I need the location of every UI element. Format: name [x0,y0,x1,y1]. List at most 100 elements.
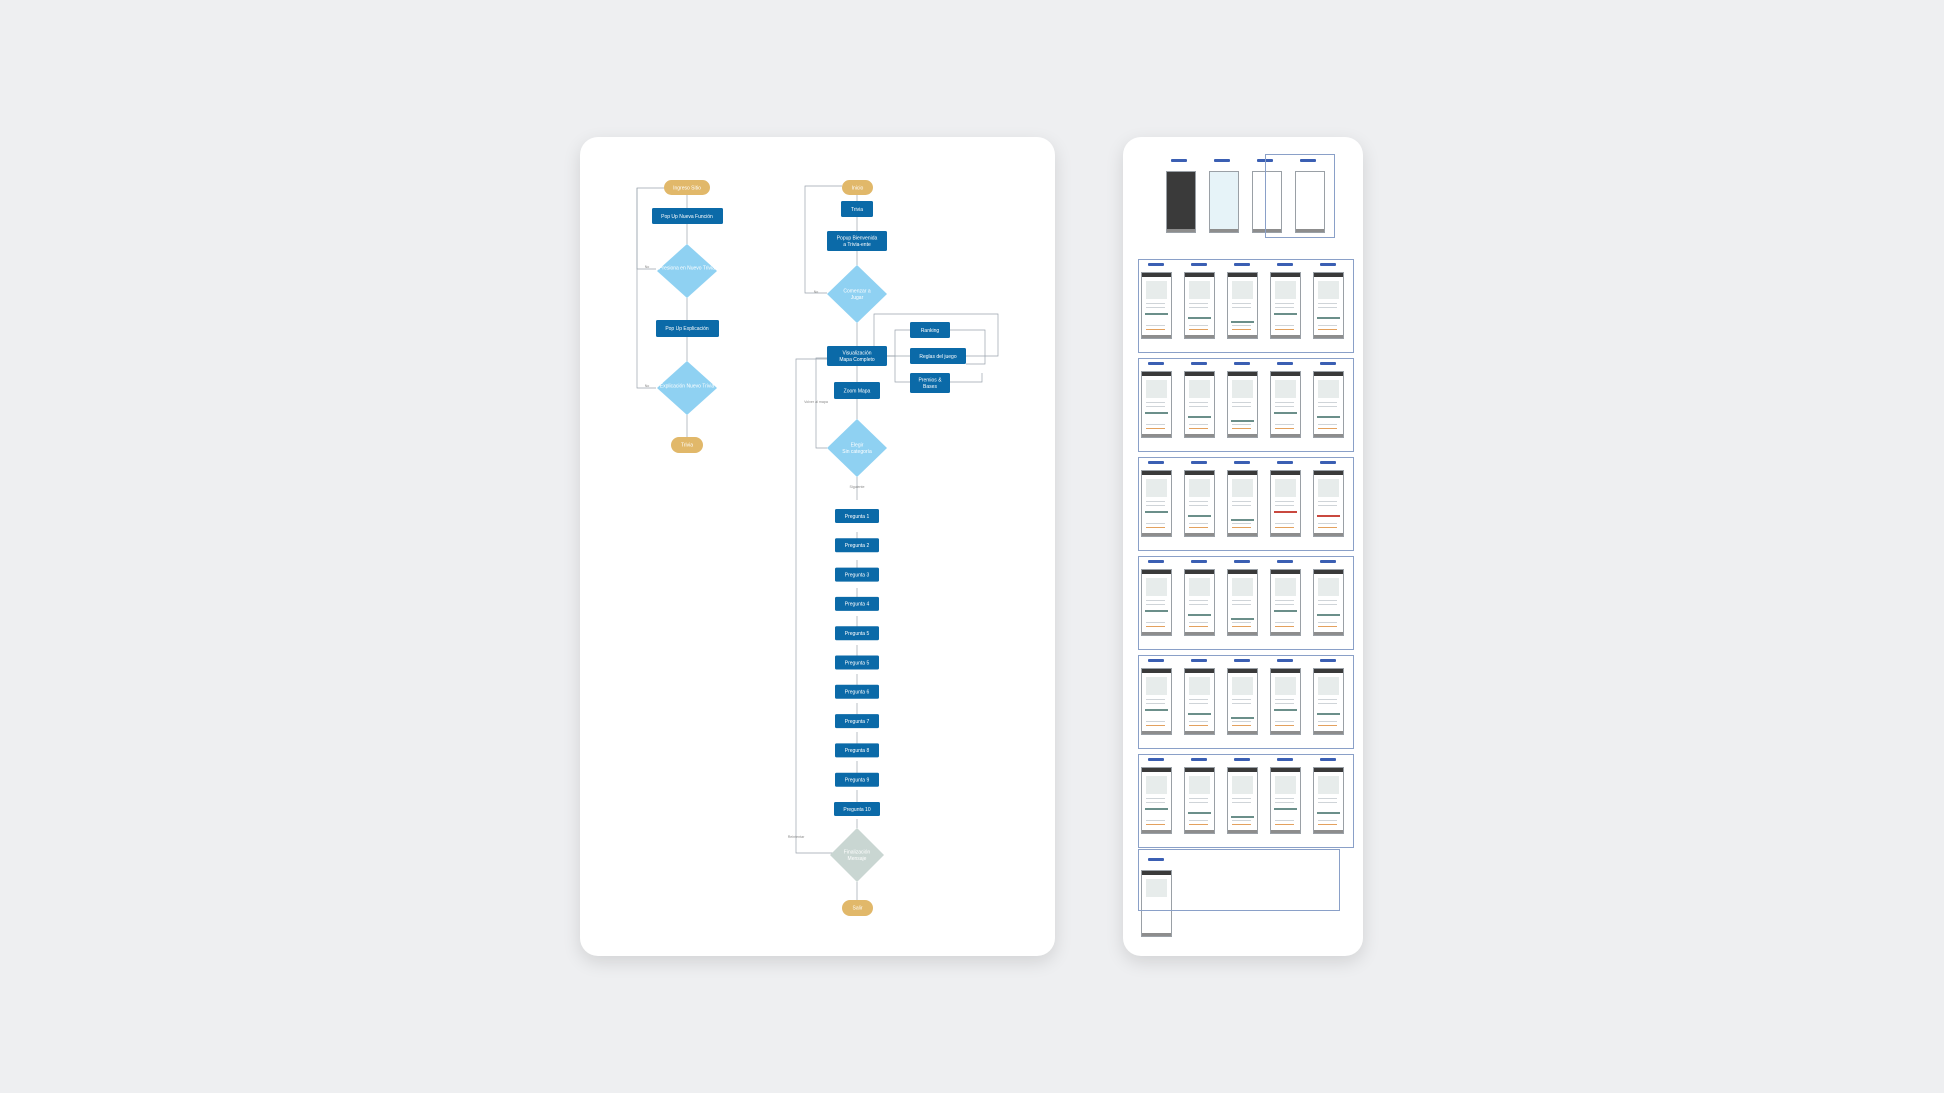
wireframe-footer [1185,533,1214,536]
edge-siguiente-label: Siguiente [850,485,865,489]
wireframe-footer [1228,830,1257,833]
wireframe-text-line [1146,501,1165,502]
wireframe-answer [1317,317,1340,319]
wireframe-header [1185,273,1214,277]
wireframe-tag [1148,858,1164,861]
wireframe-answer [1188,317,1211,319]
decision-comenzar-jugar: Comenzar a Jugar [827,265,887,323]
right-no-label: No [814,290,819,294]
wireframe-image [1275,578,1296,596]
wireframe-footer [1271,533,1300,536]
question-node: Pregunta 4 [835,596,879,611]
wireframe-header [1314,372,1343,376]
wireframe-text-line [1275,721,1294,722]
wireframe-footer [1185,830,1214,833]
wireframe-progress [1146,329,1165,330]
decision-1-label: Presiona en Nuevo Trivia [659,265,715,271]
right-end-label: Salir [852,905,862,911]
wireframe-header [1142,768,1171,772]
wireframe-header [1314,471,1343,475]
wireframe-screen [1313,470,1344,537]
wireframe-row-frame [1138,259,1354,353]
wireframe-header [1185,471,1214,475]
wireframe-image [1275,677,1296,695]
wireframe-tag [1320,461,1336,464]
wireframe-answer [1274,511,1297,513]
wireframe-progress [1318,824,1337,825]
wireframe-image [1146,776,1167,794]
wireframe-header [1314,669,1343,673]
wireframe-text-line [1232,402,1251,403]
question-node: Pregunta 5 [835,655,879,670]
wireframe-footer [1228,632,1257,635]
wireframe-answer [1145,610,1168,612]
popup-nueva-funcion-label: Pop Up Nueva Función [661,214,713,220]
wireframe-answer [1317,614,1340,616]
wireframe-text-line [1146,402,1165,403]
wireframe-image [1146,479,1167,497]
decision-nivel: Elegir Sin categoría [827,419,887,477]
wireframe-progress [1232,725,1251,726]
wireframe-screen [1252,171,1282,233]
wireframe-text-line [1189,604,1208,605]
wireframe-progress [1232,527,1251,528]
wireframe-progress [1189,329,1208,330]
wireframe-text-line [1189,622,1208,623]
wireframe-answer [1274,610,1297,612]
wireframe-progress [1318,725,1337,726]
flowchart-card: Ingreso Sitio Pop Up Nueva Función Presi… [580,137,1055,956]
wireframe-text-line [1232,424,1251,425]
wireframe-progress [1146,725,1165,726]
trivia-label: Trivia [851,207,863,213]
popup-bienvenida-line-1: Popup Bienvenida [837,235,878,241]
wireframe-text-line [1318,721,1337,722]
wireframe-text-line [1318,699,1337,700]
wireframe-header [1314,273,1343,277]
wireframe-header [1142,372,1171,376]
wireframe-header [1185,372,1214,376]
wireframe-header [1142,471,1171,475]
wireframe-text-line [1232,307,1251,308]
wireframe-tag [1277,263,1293,266]
wireframe-screen [1184,767,1215,834]
wireframe-image [1232,281,1253,299]
wireframe-text-line [1275,699,1294,700]
wireframe-answer [1188,713,1211,715]
wireframe-header [1314,768,1343,772]
wireframe-tag [1191,659,1207,662]
wireframe-text-line [1275,325,1294,326]
wireframe-text-line [1189,523,1208,524]
wireframe-image [1146,281,1167,299]
wireframe-progress [1146,626,1165,627]
wireframe-row-frame [1138,556,1354,650]
decision-final-line-1: Finalización [844,849,871,855]
wireframe-screen [1141,272,1172,339]
wireframe-answer [1317,812,1340,814]
question-node: Pregunta 5 [835,626,879,641]
wireframe-text-line [1189,703,1208,704]
wireframe-text-line [1275,820,1294,821]
wireframe-footer [1271,830,1300,833]
wireframe-image [1232,578,1253,596]
wireframe-header [1271,570,1300,574]
wireframe-image [1318,578,1339,596]
wireframe-image [1189,281,1210,299]
wireframe-text-line [1275,406,1294,407]
wireframe-screen [1141,767,1172,834]
wireframe-image [1232,776,1253,794]
wireframe-footer [1314,533,1343,536]
wireframe-image [1189,578,1210,596]
wireframe-header [1314,570,1343,574]
wireframe-tag [1191,758,1207,761]
wireframe-progress [1275,329,1294,330]
wireframe-text-line [1146,798,1165,799]
wireframe-answer [1188,812,1211,814]
left-popup-explicacion: Pop Up Explicación [656,320,719,337]
wireframe-screen [1313,371,1344,438]
wireframe-tag [1214,159,1230,162]
wireframe-screen [1141,668,1172,735]
zoom-mapa-label: Zoom Mapa [844,388,871,394]
wireframe-image [1275,479,1296,497]
wireframe-text-line [1146,505,1165,506]
wireframe-tag [1148,560,1164,563]
